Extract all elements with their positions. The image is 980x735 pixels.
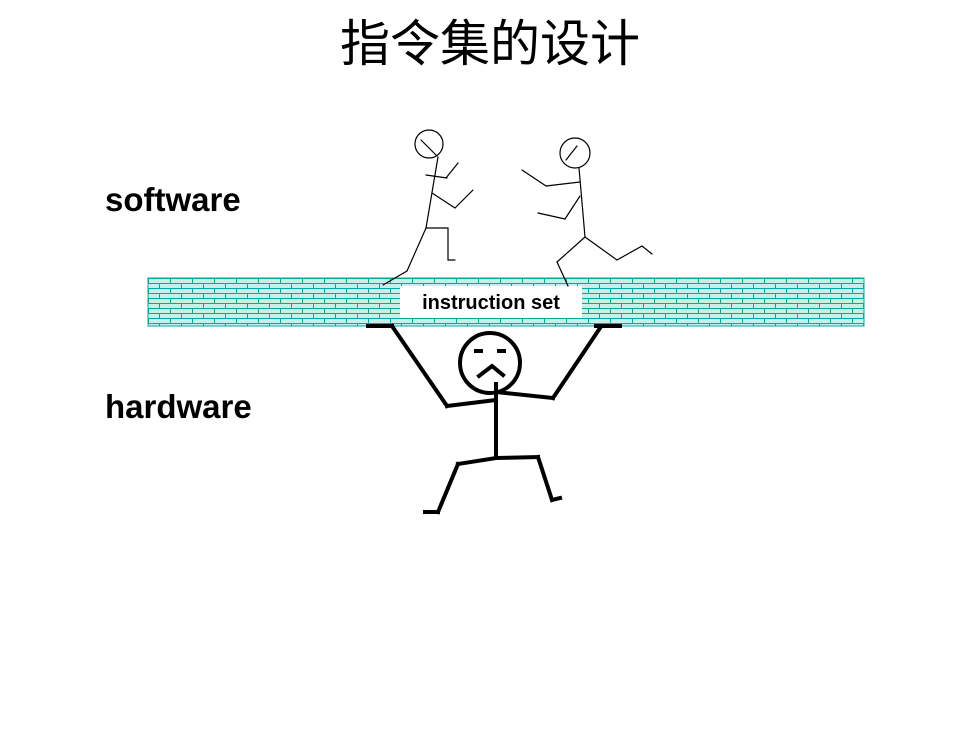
instruction-set-bar: instruction set bbox=[147, 277, 865, 327]
stick-figure-running-icon bbox=[382, 129, 474, 286]
stick-figure-running-icon bbox=[521, 137, 653, 287]
software-label: software bbox=[105, 181, 241, 218]
slide-title: 指令集的设计 bbox=[340, 15, 640, 73]
hardware-label: hardware bbox=[105, 388, 252, 425]
instruction-set-label-box bbox=[400, 286, 582, 318]
frowning-face-icon bbox=[458, 331, 522, 395]
instruction-set-label: instruction set bbox=[422, 292, 560, 314]
stick-figure-lifting-icon bbox=[366, 323, 622, 515]
